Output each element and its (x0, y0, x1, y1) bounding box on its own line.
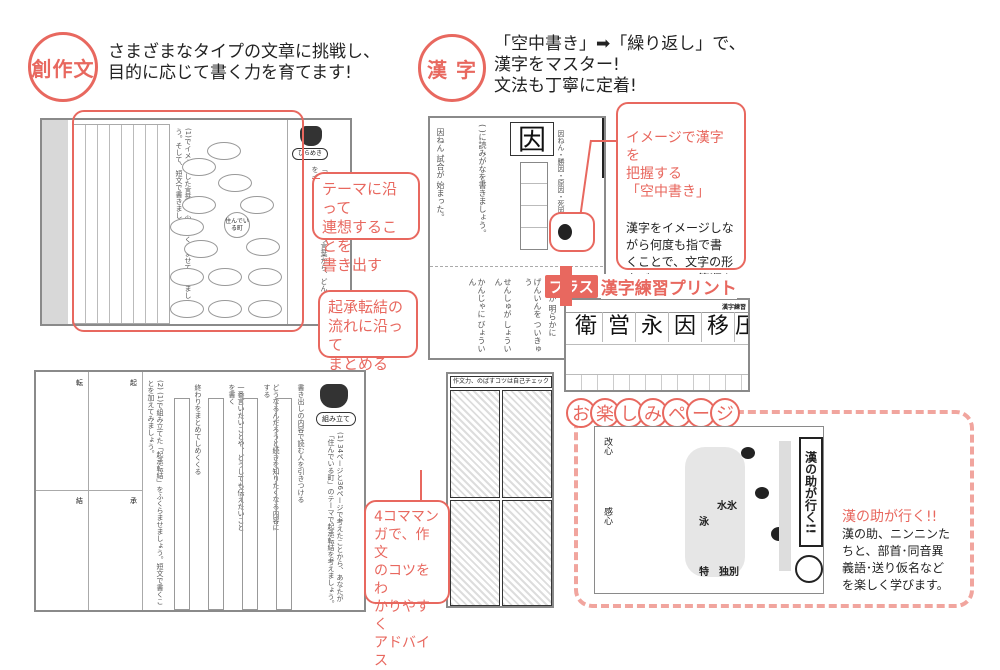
mindmap-instruction: (1)でイメージした言葉を、少しふくらませて考えましょう。そして、短文で書きまし… (175, 128, 192, 306)
otanoshimi-page: 改心 感心 水氷 泳 特 独別 漢の助が行く!! (594, 426, 824, 594)
structure-instruction: (1) 34ページと36ページで考えたことから、あなたが「住んでいる町」のテーマ… (327, 432, 344, 607)
sakubun-page-structure: 転 起 結 承 (2) (1)で組み立てた「起承転結」をふくらませましょう。短文… (34, 370, 366, 612)
kanji-badge: 漢 字 (418, 34, 486, 102)
otanoshimi-title: お 楽 し み ペ ー ジ (566, 398, 740, 428)
otanoshimi-frame (574, 410, 974, 608)
step-ketsu: 終わりをまとめてしめくくる (194, 384, 202, 475)
callout-kishotenketsu: 起承転結の 流れに沿って まとめる (318, 290, 418, 373)
kannosuke-title-banner: 漢の助が行く!! (799, 437, 823, 547)
cat-mascot-icon (300, 126, 322, 146)
kanji-sentence-4: かんじゃに びょういん (468, 278, 486, 353)
title-char: お (566, 398, 596, 428)
ninja-icon (741, 447, 755, 459)
print-kanji-row: 衛 営 永 因 移 圧 (570, 312, 748, 342)
otanoshimi-callout-title: 漢の助が行く!! (842, 509, 938, 525)
word-dokubetsu: 独別 (719, 567, 739, 578)
otanoshimi-callout-body: 漢の助、ニンニンた ちと、部首･同音異 義語･送り仮名など を楽しく学びます。 (842, 527, 951, 592)
grid-mark-ki: 起 (130, 379, 137, 387)
kanji-sentence-1: 因ねん 試合が 始まった。 (436, 128, 445, 222)
kanji-headline: 「空中書き」➡「繰り返し」で、 漢字をマスター! 文法も丁寧に定着! (494, 34, 746, 96)
kanji-instruction: ( )に読みがなを書きましょう。 (478, 124, 487, 237)
sakubun-page-mindmap: (1)でイメージした言葉を、少しふくらませて考えましょう。そして、短文で書きまし… (40, 118, 352, 326)
title-char: み (638, 398, 668, 428)
word-ei: 泳 (699, 517, 709, 528)
sidebar-note-panel (42, 120, 68, 324)
grid-mark-ten: 転 (76, 379, 83, 387)
step-ki: 書き出しの内容で読む人を引きつける (297, 384, 305, 503)
character-icon (558, 224, 572, 240)
print-char-2: 永 (636, 312, 669, 342)
manga-4koma: 作文力、のばすコツは自己チェック (446, 372, 554, 608)
grid-mark-sho: 承 (130, 497, 137, 505)
mindmap-highlight-frame (72, 110, 304, 332)
title-char: ジ (710, 398, 740, 428)
hint-label-hirameki: ひらめき (292, 148, 328, 160)
kanji-sentence-5: いんが 明らかに (548, 278, 557, 337)
grid-mark-ketsu: 結 (76, 497, 83, 505)
main-kanji-box: 因 (510, 122, 554, 156)
callout-kuuchuu-gaki: イメージで漢字を 把握する 「空中書き」 漢字をイメージしな がら何度も指で書 … (616, 102, 746, 320)
ninja-icon (755, 487, 769, 499)
print-header-tag: 漢字練習 (721, 304, 746, 311)
structure-section2: (2) (1)で組み立てた「起承転結」をふくらませましょう。短文で書くことを加え… (147, 380, 164, 606)
print-char-0: 衛 (570, 312, 603, 342)
step-ten: 一番言いたいことや、どうしても伝えたいことを書く (228, 384, 245, 531)
print-char-3: 因 (669, 312, 702, 342)
hint-label-kumitate: 組み立て (316, 412, 356, 426)
word-kaishin: 改心 (602, 437, 612, 455)
print-char-5: 圧 (735, 312, 748, 342)
sakubun-headline: さまざまなタイプの文章に挑戦し、 目的に応じて書く力を育てます! (108, 42, 380, 83)
kanji-badge-label: 漢 字 (427, 57, 477, 82)
manga-title: 作文力、のばすコツは自己チェック (450, 376, 552, 388)
kannosuke-character-icon (795, 555, 823, 583)
plus-cross-icon (560, 266, 572, 306)
print-char-4: 移 (702, 312, 735, 342)
sakubun-badge-label: 創作文 (31, 56, 95, 81)
kanji-practice-print: 漢字練習 衛 営 永 因 移 圧 (564, 298, 750, 392)
plus-kanji-print-title: プラス 漢字練習プリント (545, 274, 737, 299)
word-kanshin: 感心 (602, 507, 612, 525)
kanji-sentence-2: げんいんを ついきゅう (524, 278, 542, 353)
callout-theme-association: テーマに沿って 連想することを 書き出す (312, 172, 420, 274)
callout-kuuchuu-gaki-title: イメージで漢字を 把握する 「空中書き」 (626, 130, 724, 200)
kuuchuu-gaki-highlight (549, 212, 595, 252)
kanji-sentence-3: せんしゅが しょういん (494, 278, 512, 353)
print-title: 漢字練習プリント (600, 274, 737, 299)
kanji-page: 因ねん 試合が 始まった。 ( )に読みがなを書きましょう。 因 因ねん・勝因・… (428, 116, 606, 360)
otanoshimi-callout: 漢の助が行く!! 漢の助、ニンニンた ちと、部首･同音異 義語･送り仮名など を… (842, 508, 972, 594)
cat-mascot-icon (320, 384, 348, 408)
word-hyousui: 水氷 (717, 501, 737, 512)
kanji-examples: 因ねん・勝因・原因・死因 (557, 130, 565, 214)
callout-connector (312, 178, 320, 179)
print-char-1: 営 (603, 312, 636, 342)
sakubun-badge: 創作文 (28, 32, 98, 102)
word-toku: 特 (699, 567, 709, 578)
callout-4koma-manga: 4コママン ガで、作文 のコツをわ かりやすく アドバイス (364, 500, 450, 669)
mindmap-center-node: 住んでいる町 (224, 212, 250, 238)
kanji-practice-grid (520, 162, 548, 250)
